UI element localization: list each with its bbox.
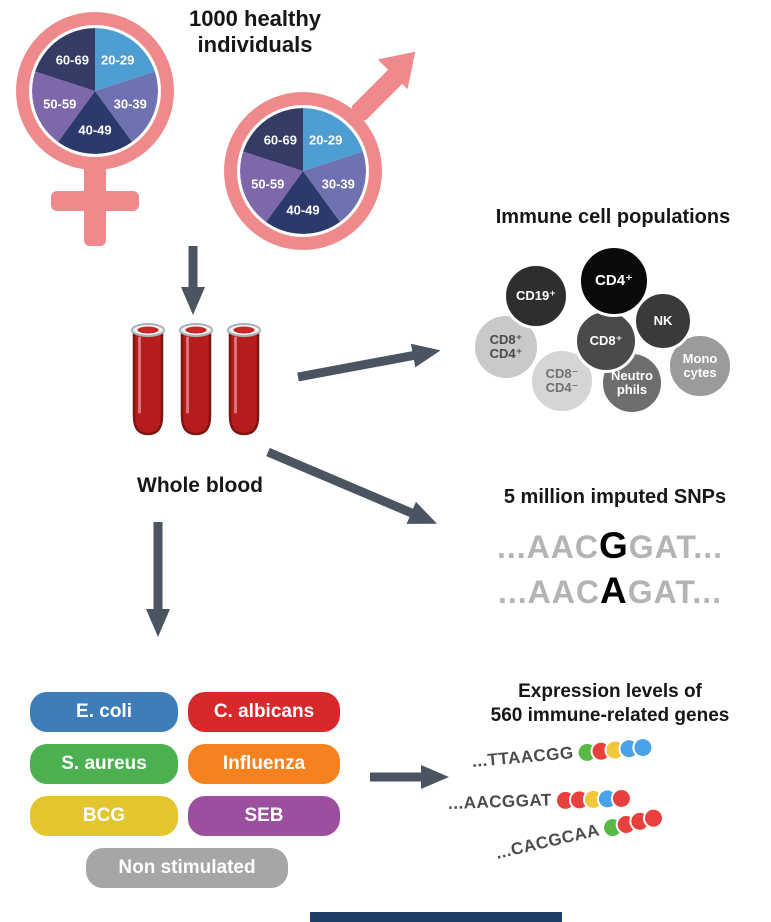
- snps-title: 5 million imputed SNPs: [503, 486, 727, 508]
- expression-dot: [612, 789, 631, 807]
- age-label-30-39: 30-39: [113, 96, 147, 112]
- tube-body: [180, 328, 212, 436]
- male-pie-chart: [240, 108, 366, 234]
- stimulus-seb: SEB: [188, 796, 340, 836]
- seq-variant: G: [598, 525, 629, 566]
- pie-slice-20-29: [303, 108, 363, 171]
- age-label-60-69: 60-69: [263, 132, 297, 147]
- pie-slice-50-59: [32, 71, 95, 142]
- stimulus-s-aureus: S. aureus: [30, 744, 178, 784]
- cell-cd19: CD19⁺: [503, 263, 569, 329]
- age-label-20-29: 20-29: [101, 52, 135, 67]
- seq-post: GAT...: [628, 529, 724, 565]
- cell-cd4: CD4⁺: [578, 245, 650, 317]
- tube-opening: [137, 326, 159, 334]
- cell-cd8: CD8⁺: [574, 309, 638, 373]
- pie-slice-40-49: [57, 91, 133, 154]
- age-label-40-49: 40-49: [78, 122, 112, 138]
- tube-body: [132, 328, 164, 436]
- female-pie-chart: [32, 28, 158, 154]
- pie-slice-40-49: [265, 171, 341, 234]
- stimulus-influenza: Influenza: [188, 744, 340, 784]
- gene-sequence: ...TTAACGG: [471, 743, 575, 771]
- pie-slice-30-39: [303, 151, 366, 222]
- age-label-30-39: 30-39: [321, 176, 355, 192]
- snp-sequence-alt: ...AACAGAT...: [452, 569, 768, 614]
- age-label-60-69: 60-69: [55, 52, 89, 67]
- pie-slice-60-69: [243, 108, 303, 171]
- seq-pre: ...AAC: [496, 529, 599, 565]
- female-symbol: 20-29 30-39 40-49 50-59 60-69: [16, 12, 178, 250]
- seq-pre: ...AAC: [497, 574, 600, 610]
- female-cross-horizontal: [51, 191, 139, 211]
- stimulus-c-albicans: C. albicans: [188, 692, 340, 732]
- blood-tube-1: [131, 323, 165, 436]
- expression-title: Expression levels of 560 immune-related …: [490, 681, 730, 726]
- expression-rows: ...TTAACGG ...AACGGAT ...CACGCAA: [446, 737, 768, 918]
- expression-dot: [633, 737, 653, 757]
- blood-tube-2: [179, 323, 213, 436]
- whole-blood-label: Whole blood: [137, 474, 263, 497]
- immune-cell-cluster: CD8⁺ CD4⁺ CD19⁺ CD8⁻ CD4⁻ Mono cytes Neu…: [460, 240, 766, 430]
- pie-slice-20-29: [95, 28, 155, 91]
- seq-variant: A: [599, 570, 628, 611]
- female-age-pie: 20-29 30-39 40-49 50-59 60-69: [32, 28, 158, 154]
- age-label-50-59: 50-59: [251, 176, 285, 192]
- blood-tubes: [131, 323, 261, 436]
- immune-populations-title: Immune cell populations: [495, 206, 731, 228]
- pie-slice-30-39: [95, 71, 158, 142]
- cohort-title: 1000 healthy individuals: [188, 6, 322, 58]
- snp-sequence-ref: ...AACGGAT...: [452, 524, 768, 569]
- arrow-blood-to-cells: [297, 343, 441, 382]
- stimulation-panel: E. coli C. albicans S. aureus Influenza …: [28, 686, 380, 896]
- age-label-40-49: 40-49: [286, 202, 320, 218]
- expression-row-3: ...CACGCAA: [494, 806, 664, 864]
- male-age-pie: 20-29 30-39 40-49 50-59 60-69: [240, 108, 366, 234]
- age-label-20-29: 20-29: [309, 132, 343, 147]
- male-symbol: 20-29 30-39 40-49 50-59 60-69: [224, 36, 436, 252]
- cell-cd8neg-cd4neg: CD8⁻ CD4⁻: [529, 348, 595, 414]
- expression-row-1: ...TTAACGG: [471, 736, 653, 772]
- tube-opening: [185, 326, 207, 334]
- seq-post: GAT...: [627, 574, 723, 610]
- stimulus-bcg: BCG: [30, 796, 178, 836]
- blood-tube-3: [227, 323, 261, 436]
- tube-opening: [233, 326, 255, 334]
- tube-body: [228, 328, 260, 436]
- age-label-50-59: 50-59: [43, 96, 77, 112]
- expression-row-2: ...AACGGAT: [447, 788, 631, 814]
- stimulus-non-stimulated: Non stimulated: [86, 848, 288, 888]
- stimulus-e-coli: E. coli: [30, 692, 178, 732]
- gene-sequence: ...CACGCAA: [493, 820, 602, 863]
- gene-sequence: ...AACGGAT: [447, 790, 553, 813]
- pie-slice-60-69: [35, 28, 95, 91]
- pie-slice-50-59: [240, 151, 303, 222]
- snp-sequences: ...AACGGAT... ...AACAGAT...: [452, 524, 768, 614]
- cropped-bottom-bar: [310, 912, 562, 922]
